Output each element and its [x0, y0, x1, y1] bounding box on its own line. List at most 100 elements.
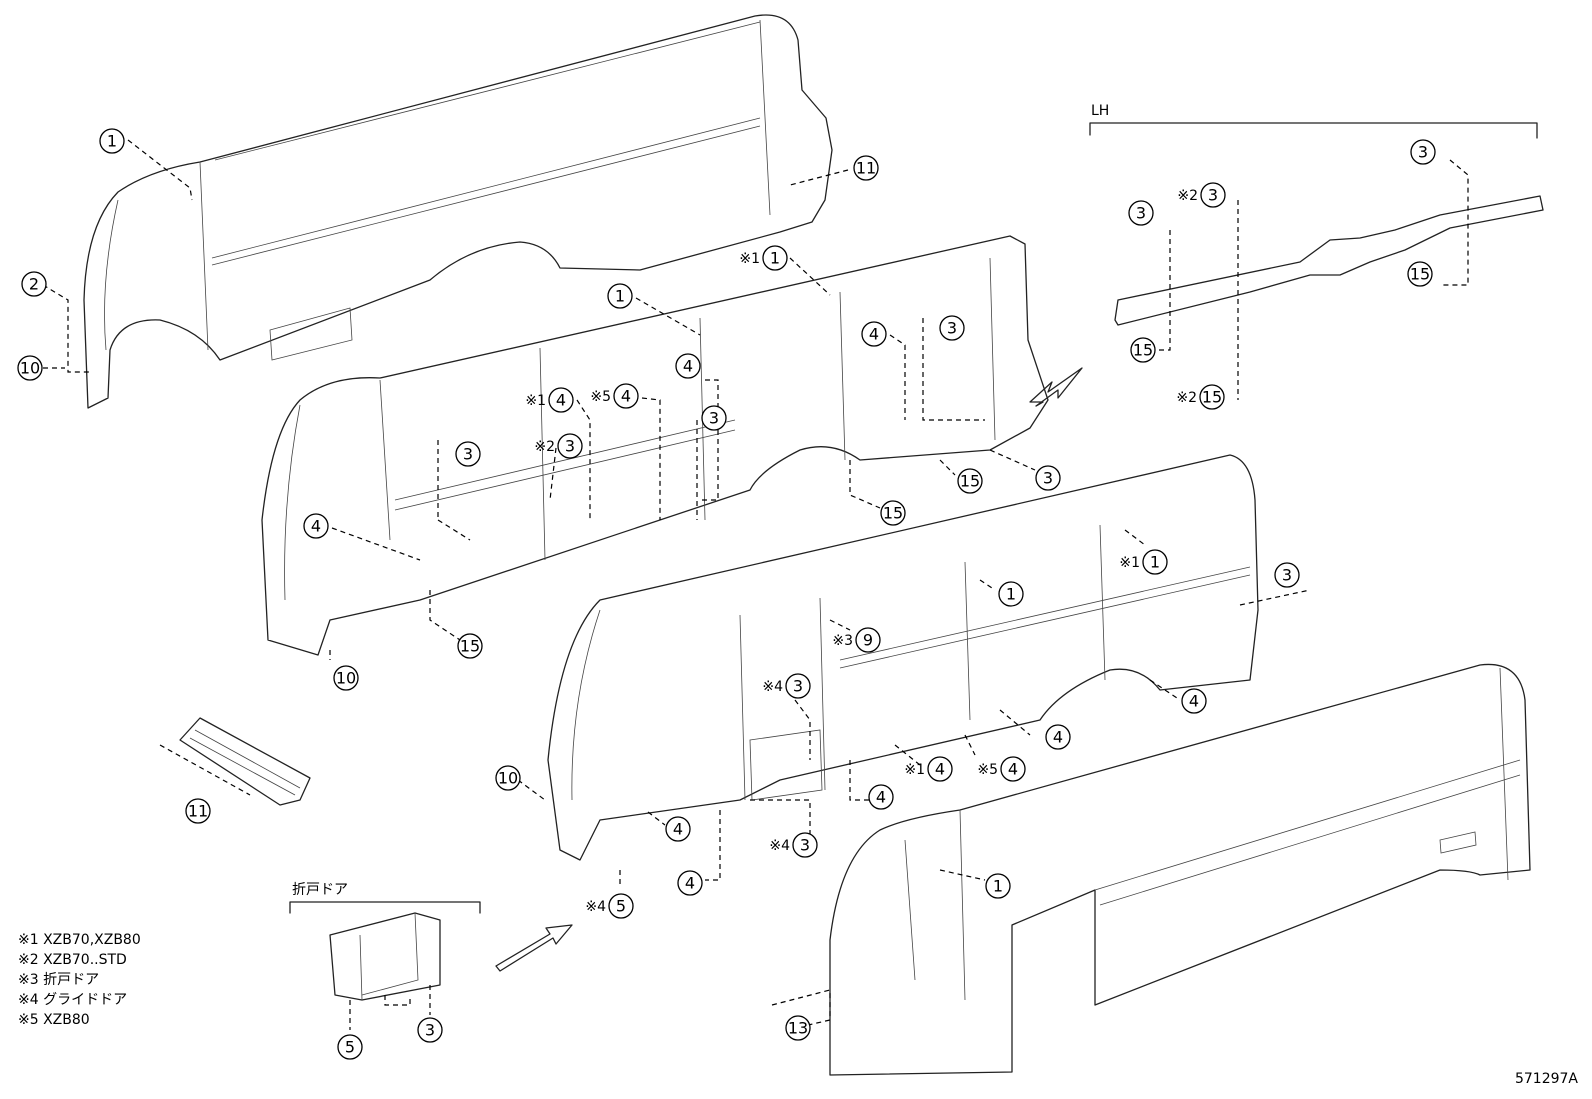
callout: 3※4 [762, 673, 811, 699]
legend-mark: ※2 [18, 952, 39, 968]
callout-number: 4 [683, 357, 693, 376]
callout-circle [998, 581, 1024, 607]
callout: 15※2 [1176, 384, 1225, 410]
callout-circle [608, 893, 634, 919]
callout-number: 4 [673, 820, 683, 839]
door-label: 折戸ドア [292, 882, 348, 898]
callout: 10 [17, 355, 43, 381]
callout-number: 4 [869, 325, 879, 344]
callout: 3 [417, 1017, 443, 1043]
callout-number: 4 [1008, 760, 1018, 779]
callout-circle [1200, 182, 1226, 208]
callout-circle [17, 355, 43, 381]
callout-circle [665, 816, 691, 842]
callout: 10 [495, 765, 521, 791]
door-box-part [329, 912, 441, 1001]
legend-mark: ※1 [18, 932, 39, 948]
callout-circle [1181, 688, 1207, 714]
arrow-upper [1029, 367, 1083, 407]
callout-number: 3 [1208, 186, 1218, 205]
callout-prefix: ※3 [832, 633, 853, 649]
callout-circle [677, 870, 703, 896]
callout: 1 [99, 128, 125, 154]
callout: 5※4 [585, 893, 634, 919]
callout-number: 15 [1202, 388, 1222, 407]
callout-number: 1 [615, 287, 625, 306]
callout-number: 4 [621, 387, 631, 406]
callout: 3※2 [534, 433, 583, 459]
legend: ※1 XZB70,XZB80 ※2 XZB70..STD ※3 折戸ドア ※4 … [18, 930, 141, 1030]
callout-prefix: ※1 [739, 251, 760, 267]
callout: 5 [337, 1034, 363, 1060]
callout-circle [1045, 724, 1071, 750]
callout-number: 3 [800, 836, 810, 855]
callout: 1 ※1 [739, 245, 788, 271]
callout-circle [1142, 549, 1168, 575]
callout: 3 [1035, 465, 1061, 491]
legend-item: ※3 折戸ドア [18, 970, 141, 990]
callout-prefix: ※1 [525, 393, 546, 409]
outer-side-panel-upper [83, 14, 833, 409]
callout-circle [1274, 562, 1300, 588]
legend-text: XZB80 [43, 1012, 90, 1028]
callout-prefix: ※1 [904, 762, 925, 778]
callout: 3 [1410, 139, 1436, 165]
callout: 3 ※4 [769, 832, 818, 858]
callout-number: 4 [1189, 692, 1199, 711]
callout: 1※1 [1119, 549, 1168, 575]
legend-item: ※4 グライドドア [18, 990, 141, 1010]
callout: 1 [607, 283, 633, 309]
callout-circle [417, 1017, 443, 1043]
callout-number: 3 [947, 319, 957, 338]
callout-number: 10 [336, 669, 356, 688]
callout-circle [985, 873, 1011, 899]
callout-number: 3 [1043, 469, 1053, 488]
callout-prefix: ※4 [769, 838, 790, 854]
callout-circle [927, 756, 953, 782]
callout-number: 15 [883, 504, 903, 523]
callout-number: 15 [460, 637, 480, 656]
callout-number: 15 [1410, 265, 1430, 284]
callout: 1 [998, 581, 1024, 607]
callout: 11 [853, 155, 879, 181]
door-bracket [289, 901, 481, 914]
callout-number: 2 [29, 275, 39, 294]
callout-circle [1407, 261, 1433, 287]
callout-number: 10 [498, 769, 518, 788]
callout-circle [939, 315, 965, 341]
callout-circle [880, 500, 906, 526]
callout-number: 13 [788, 1019, 808, 1038]
legend-mark: ※4 [18, 992, 39, 1008]
callout-circle [607, 283, 633, 309]
callout-circle [675, 353, 701, 379]
legend-item: ※5 XZB80 [18, 1010, 141, 1030]
callout-number: 1 [770, 249, 780, 268]
callout-circle [613, 383, 639, 409]
legend-mark: ※5 [18, 1012, 39, 1028]
callout-circle [1035, 465, 1061, 491]
callout-circle [853, 155, 879, 181]
callout-circle [557, 433, 583, 459]
callout-number: 4 [1053, 728, 1063, 747]
callout-number: 3 [709, 409, 719, 428]
callout-number: 9 [863, 631, 873, 650]
callout-prefix: ※2 [1177, 188, 1198, 204]
callout: 15 [957, 468, 983, 494]
callout: 1 [985, 873, 1011, 899]
callout-number: 4 [935, 760, 945, 779]
callout-circle [1130, 337, 1156, 363]
callout-prefix: ※2 [534, 439, 555, 455]
callout-circle [1410, 139, 1436, 165]
callout-circle [21, 271, 47, 297]
callout-circle [185, 798, 211, 824]
callout-number: 3 [1282, 566, 1292, 585]
callout-circle [337, 1034, 363, 1060]
callout-circle [99, 128, 125, 154]
callout-circle [495, 765, 521, 791]
leader-lines [42, 139, 1469, 1030]
callout: 13 [785, 1015, 811, 1041]
callout: 3 [701, 405, 727, 431]
legend-text: XZB70,XZB80 [43, 932, 141, 948]
